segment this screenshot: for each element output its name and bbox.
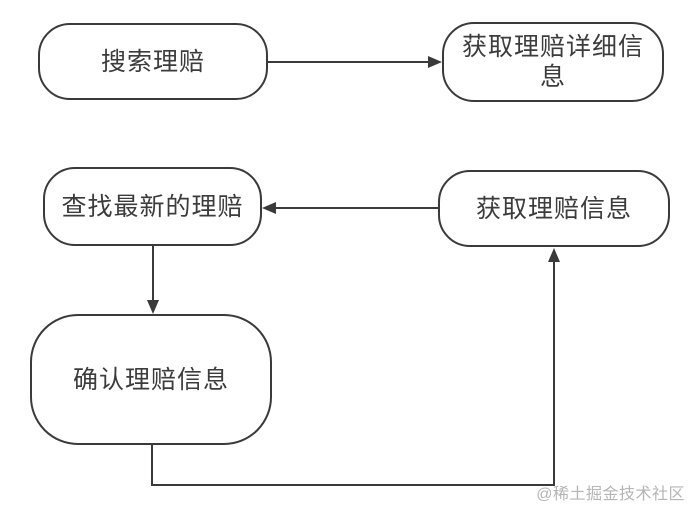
node-label: 确认理赔信息 xyxy=(72,365,229,394)
node-label: 查找最新的理赔 xyxy=(61,192,244,221)
watermark: @稀土掘金技术社区 xyxy=(536,486,685,503)
arrow-confirm-to-info xyxy=(151,248,560,486)
node-find-latest-claim: 查找最新的理赔 xyxy=(43,167,262,246)
arrow-search-to-details xyxy=(268,56,442,68)
node-search-claim: 搜索理赔 xyxy=(38,23,268,100)
node-confirm-claim-info: 确认理赔信息 xyxy=(30,314,272,445)
node-label: 搜索理赔 xyxy=(100,47,205,76)
arrowhead-down-icon xyxy=(147,300,159,314)
arrowhead-left-icon xyxy=(262,202,276,214)
arrowhead-right-icon xyxy=(428,56,442,68)
arrow-find-latest-to-confirm xyxy=(147,246,159,314)
arrow-info-to-find-latest xyxy=(262,202,438,214)
node-get-claim-details: 获取理赔详细信息 xyxy=(442,22,664,102)
arrowhead-up-icon xyxy=(548,248,560,262)
node-label: 获取理赔详细信息 xyxy=(461,33,644,91)
node-get-claim-info: 获取理赔信息 xyxy=(438,170,670,247)
node-label: 获取理赔信息 xyxy=(475,194,632,223)
